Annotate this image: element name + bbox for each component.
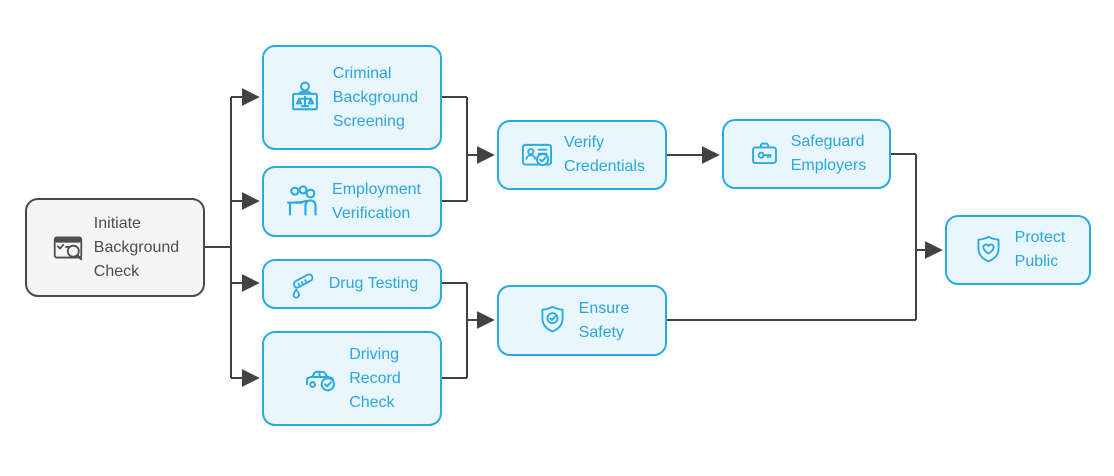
node-driving-record-check: Driving Record Check [262,331,442,426]
edge-top-merge-to-verify [441,96,468,202]
shield-check-icon [535,303,570,338]
person-scales-icon [286,79,324,117]
edge-right-merge-to-protect [666,153,917,321]
edge-initiate-split [205,97,232,378]
node-ensure-safety: Ensure Safety [497,285,667,356]
briefcase-key-icon [747,137,782,172]
id-card-check-icon [519,137,555,173]
node-label: Verify Credentials [564,134,645,175]
node-drug-testing: Drug Testing [262,259,442,309]
node-label: Initiate Background Check [93,214,180,280]
node-safeguard-employers: Safeguard Employers [722,119,891,189]
node-initiate-background-check: Initiate Background Check [25,198,205,297]
node-label: Safeguard Employers [790,133,867,174]
interview-desk-icon [283,182,323,222]
node-label: Drug Testing [328,275,419,292]
node-label: Ensure Safety [578,299,630,341]
window-search-check-icon [51,231,85,265]
car-check-icon [303,360,340,397]
shield-heart-icon [971,233,1006,268]
node-employment-verification: Employment Verification [262,166,442,237]
node-label: Protect Public [1014,229,1066,270]
node-label: Employment Verification [332,180,421,222]
node-label: Driving Record Check [349,345,401,411]
node-criminal-background-screening: Criminal Background Screening [262,45,442,150]
node-protect-public: Protect Public [945,215,1091,285]
edge-bottom-merge-to-ensure [441,282,468,379]
test-tube-drop-icon [286,267,320,301]
node-verify-credentials: Verify Credentials [497,120,667,190]
node-label: Criminal Background Screening [332,64,419,130]
